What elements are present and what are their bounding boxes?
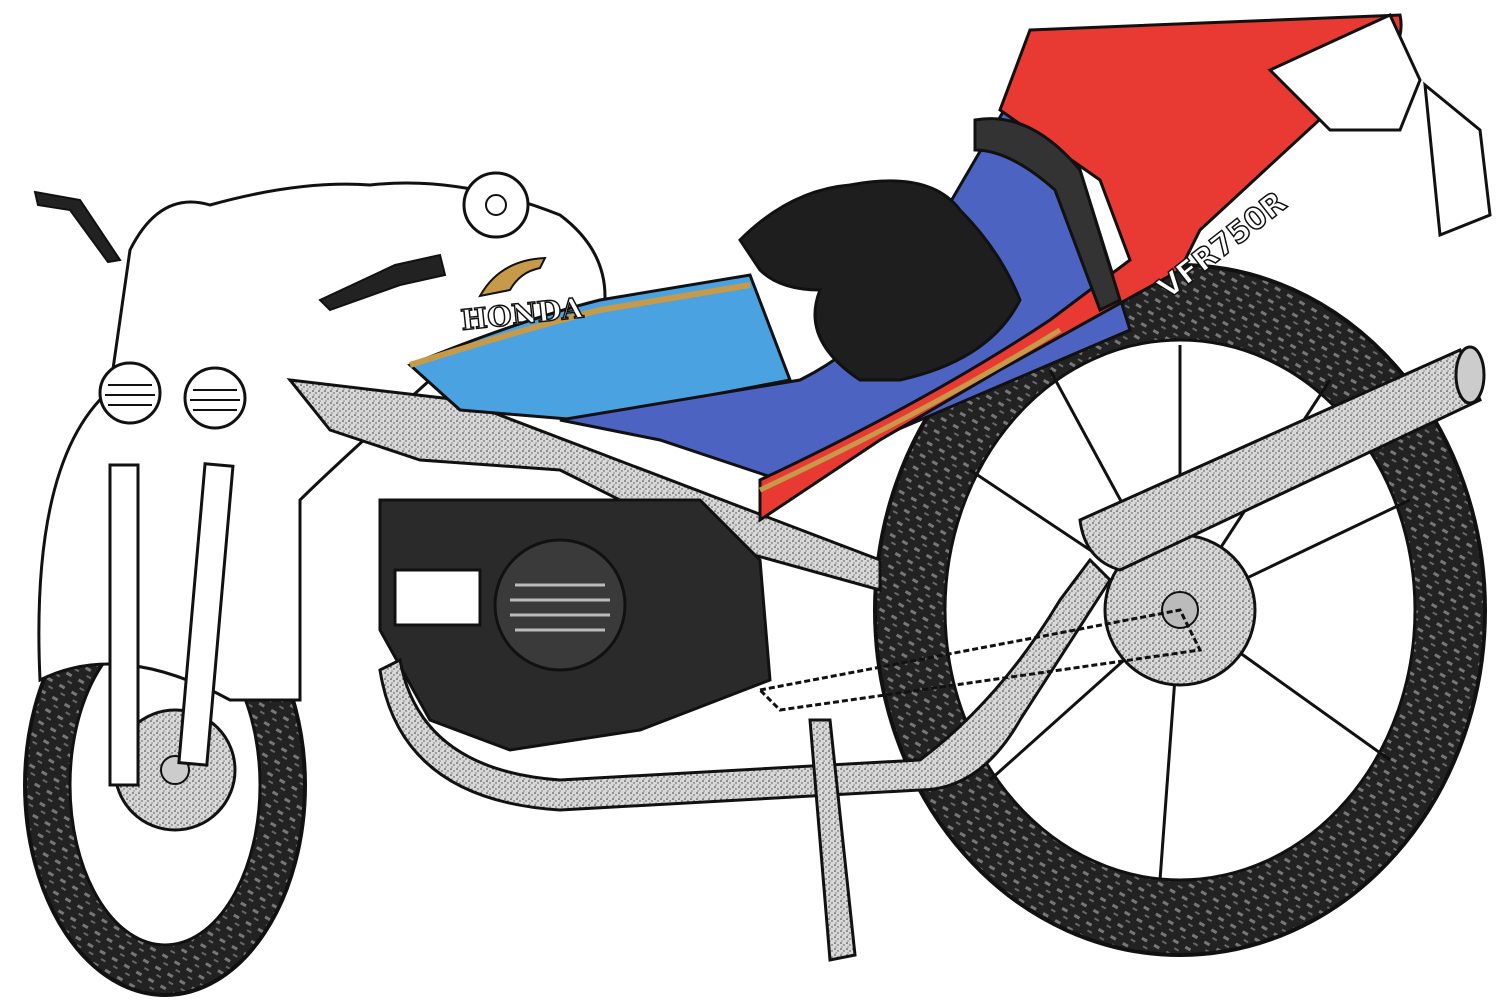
exhaust-headers (378, 557, 1112, 812)
exhaust-muffler (1078, 347, 1482, 572)
front-forks (108, 462, 235, 787)
seat (738, 179, 1022, 382)
headlights (98, 361, 247, 430)
left-mirror (33, 190, 122, 264)
side-stand (808, 718, 857, 962)
engine-cover (493, 538, 627, 672)
front-wheel (23, 573, 307, 997)
right-mirror (318, 253, 447, 312)
fuel-tank-stripe (407, 273, 793, 422)
tail-cowl (1267, 13, 1422, 132)
battery-box (393, 568, 482, 627)
fuel-cap (462, 171, 530, 239)
honda-wing-icon (478, 256, 547, 298)
licence-plate-bracket (1423, 81, 1492, 238)
chain (756, 608, 1203, 712)
